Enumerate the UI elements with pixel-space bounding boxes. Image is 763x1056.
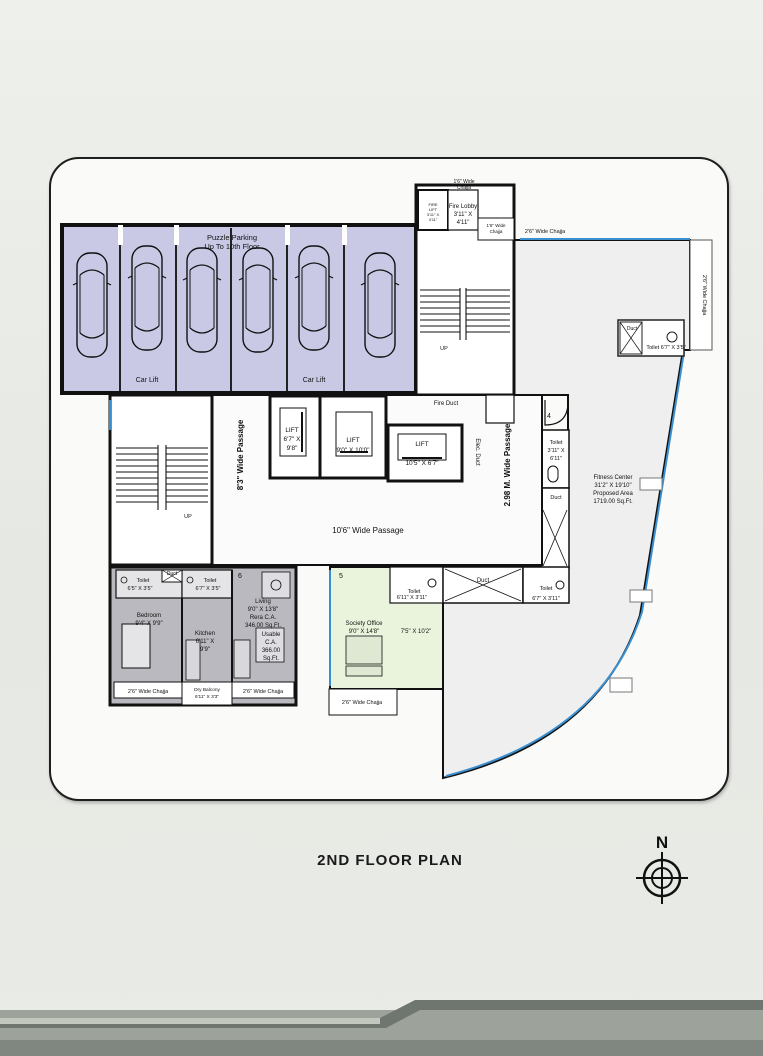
flat6-chajja-left: 2'6" Wide Chajja — [128, 689, 169, 695]
stair-up-left: UP — [184, 514, 192, 520]
flat6-chajja-right: 2'6" Wide Chajja — [243, 689, 284, 695]
side-duct-label: Duct — [550, 495, 562, 501]
dry-balcony-line2: 6'11" X 3'3" — [195, 694, 219, 700]
chajja-top-line2: Chajja — [457, 185, 471, 191]
fitness-duct-top: Duct — [627, 326, 638, 332]
fire-lift-line3: 3'11" X — [427, 212, 440, 217]
living-line6: C.A. — [265, 640, 277, 646]
passage-83-label: 8'3" Wide Passage — [236, 419, 245, 490]
car-lift-label-right: Car Lift — [303, 377, 326, 384]
fitness-center-area — [442, 238, 713, 780]
living-line4: 346.00 Sq.Ft. — [245, 623, 281, 629]
fire-lift-line1: FIRE — [428, 202, 437, 207]
kitchen-line1: Kitchen — [195, 631, 215, 637]
fitness-line3: Proposed Area — [593, 491, 633, 497]
fitness-toilet-top: Toilet 6'7" X 3'5" — [646, 345, 685, 351]
left-staircase — [108, 393, 214, 567]
elec-duct-label: Elec. Duct — [474, 438, 480, 466]
chajja-right-line2: Chajja — [490, 229, 503, 234]
chajja-26-top: 2'6" Wide Chajja — [525, 229, 566, 235]
parking-label-1: Puzzle Parking — [207, 233, 257, 242]
fitness-line2: 31'2" X 19'10" — [594, 483, 631, 489]
passage-298-label: 2.98 M. Wide Passage — [503, 423, 512, 506]
living-line3: Rera C.A. — [250, 615, 277, 621]
living-line7: 366.00 — [262, 648, 281, 654]
flat-6-number: 6 — [238, 573, 242, 580]
living-line2: 9'0" X 13'8" — [248, 607, 279, 613]
puzzle-parking-block — [60, 223, 418, 395]
flat-6 — [108, 565, 298, 707]
side-toilet-line3: 6'11" — [550, 456, 562, 462]
passage-and-lifts — [211, 394, 543, 566]
lift3-line1: LIFT — [415, 441, 428, 448]
office-dim: 7'5" X 10'2" — [401, 629, 432, 635]
lift1-line1: LIFT — [285, 427, 298, 434]
fitness-number: 4 — [547, 413, 551, 420]
office-toilet-line2: 6'11" X 3'11" — [397, 595, 427, 601]
fire-duct-label: Fire Duct — [434, 401, 459, 407]
lift1-line2: 6'7" X — [284, 436, 302, 443]
living-line8: Sq.Ft. — [263, 656, 279, 662]
flat6-toilet1-line2: 6'5" X 3'5" — [128, 586, 153, 592]
fire-lobby-line1: Fire Lobby — [449, 204, 477, 210]
car-lift-label-left: Car Lift — [136, 377, 159, 384]
parking-label-2: Up To 10th Floor — [204, 242, 260, 251]
office-toilet-line1: Toilet — [408, 589, 421, 595]
lift2-line2: 9'0" X 10'0" — [336, 447, 370, 454]
toilet-right-line1: Toilet — [540, 586, 553, 592]
office-duct: Duct — [477, 578, 490, 584]
dry-balcony-line1: Dry Balcony — [194, 687, 220, 693]
side-toilet-line1: Toilet — [550, 440, 563, 446]
flat6-toilet2-line2: 6'7" X 3'5" — [196, 586, 221, 592]
bedroom-line2: 9'4" X 9'9" — [135, 621, 162, 627]
flat6-duct: Duct — [167, 571, 178, 577]
fitness-line4: 1719.00 Sq.Ft. — [593, 499, 633, 505]
fitness-line1: Fitness Center — [593, 475, 632, 481]
flat6-toilet1-line1: Toilet — [137, 578, 150, 584]
lift3-line2: 10'5" X 6'7" — [405, 460, 439, 467]
lift2-line1: LIFT — [346, 437, 359, 444]
chajja-26-vertical: 2'6" Wide Chajja — [701, 275, 707, 316]
fire-lobby-line3: 4'11" — [457, 220, 470, 226]
kitchen-line3: 9'9" — [200, 647, 210, 653]
lift1-line3: 9'8" — [287, 445, 298, 452]
office-5 — [328, 566, 570, 716]
fire-lobby-line2: 3'11" X — [454, 212, 473, 218]
living-line5: Usable — [262, 632, 281, 638]
fire-lift-line2: LIFT — [429, 207, 438, 212]
bedroom-line1: Bedroom — [137, 613, 161, 619]
bottom-band — [0, 1000, 763, 1056]
plan-title: 2ND FLOOR PLAN — [317, 852, 463, 869]
north-arrow: N — [636, 833, 688, 904]
chajja-right-line1: 1'6" Wide — [487, 223, 506, 228]
stair-up-right: UP — [440, 346, 448, 352]
side-toilet-line2: 3'11" X — [548, 448, 565, 454]
flat6-toilet2-line1: Toilet — [204, 578, 217, 584]
fire-lift-line4: 4'11" — [429, 217, 438, 222]
office-5-number: 5 — [339, 573, 343, 580]
kitchen-line2: 6'11" X — [196, 639, 215, 645]
north-letter: N — [656, 833, 668, 852]
labels: Puzzle Parking Up To 10th Floor Car Lift… — [128, 179, 707, 706]
living-line1: Living — [255, 599, 271, 605]
office-chajja: 2'6" Wide Chajja — [342, 700, 383, 706]
society-office-line1: Society Office — [346, 621, 384, 627]
fitness-toilet-duct-column — [540, 429, 570, 569]
chajja-top-line1: 1'6" Wide — [453, 179, 474, 185]
passage-106-label: 10'6" Wide Passage — [332, 526, 404, 535]
toilet-right-line2: 6'7" X 3'11" — [532, 596, 560, 602]
society-office-line2: 9'0" X 14'8" — [349, 629, 380, 635]
